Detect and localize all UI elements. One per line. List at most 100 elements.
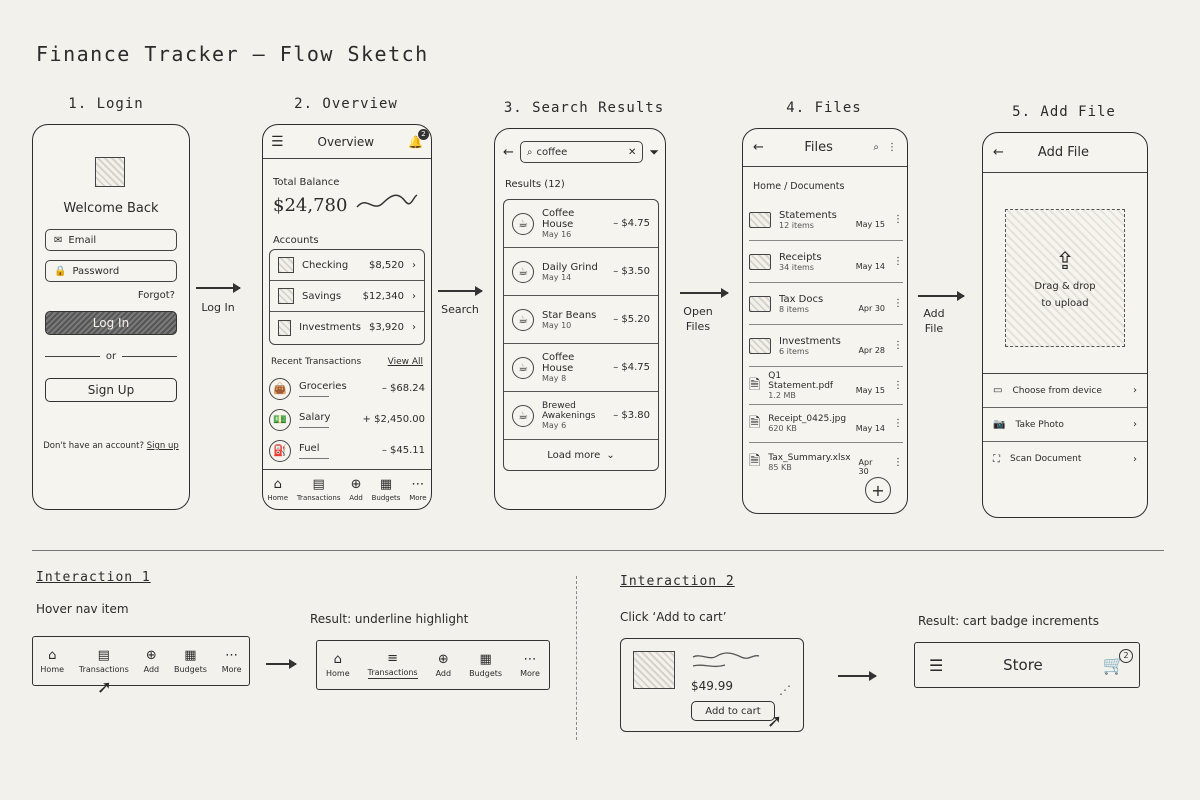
- transaction-row[interactable]: ⛽ Fuel – $45.11: [269, 435, 425, 466]
- step-label-search: 3. Search Results: [503, 100, 665, 116]
- nav-home[interactable]: ⌂Home: [267, 476, 289, 502]
- camera-icon: 📷: [993, 419, 1006, 430]
- menu-icon[interactable]: ☰: [929, 655, 944, 675]
- account-row[interactable]: Checking $8,520 ›: [270, 250, 424, 281]
- mail-icon: ✉: [54, 234, 63, 246]
- document-icon: 🗎: [749, 376, 761, 393]
- nav-more[interactable]: ⋯More: [520, 651, 540, 678]
- nav-budgets[interactable]: ▦Budgets: [469, 651, 503, 678]
- nav-transactions-highlighted[interactable]: ≡Transactions: [367, 650, 418, 679]
- password-field[interactable]: 🔒 Password: [45, 260, 177, 282]
- account-row[interactable]: Investments $3,920 ›: [270, 312, 424, 343]
- signup-link[interactable]: Sign up: [146, 441, 179, 451]
- product-card: $49.99 Add to cart ➚ ⋰: [620, 638, 804, 732]
- transaction-row[interactable]: 👜 Groceries – $68.24: [269, 373, 425, 404]
- nav-transactions[interactable]: ▤Transactions: [296, 476, 341, 502]
- search-icon[interactable]: ⌕: [873, 142, 879, 153]
- kebab-menu-icon[interactable]: ⋮: [893, 418, 903, 429]
- more-icon: ⋯: [411, 476, 425, 492]
- folder-icon: [749, 295, 771, 312]
- kebab-menu-icon[interactable]: ⋮: [893, 456, 903, 468]
- nav-transactions[interactable]: ▤Transactions ➚: [78, 647, 129, 698]
- files-header: ← Files ⌕⋮: [743, 129, 907, 167]
- account-row[interactable]: Savings $12,340 ›: [270, 281, 424, 312]
- kebab-menu-icon[interactable]: ⋮: [893, 340, 903, 351]
- transaction-row[interactable]: 💵 Salary + $2,450.00: [269, 404, 425, 435]
- signup-button[interactable]: Sign Up: [45, 378, 177, 402]
- nav-home[interactable]: ⌂Home: [326, 651, 350, 678]
- flow-arrow-search: [438, 287, 483, 295]
- search-input[interactable]: ⌕ coffee ✕: [519, 141, 644, 163]
- load-more-button[interactable]: Load more ⌄: [547, 449, 615, 461]
- nav-more[interactable]: ⋯More: [409, 476, 427, 502]
- option-scan-document[interactable]: ⛶ Scan Document ›: [993, 453, 1137, 465]
- login-button[interactable]: Log In: [45, 311, 177, 335]
- budget-icon: ▦: [184, 647, 197, 663]
- clear-icon[interactable]: ✕: [628, 146, 637, 158]
- bag-icon: 👜: [269, 377, 291, 400]
- chevron-right-icon: ›: [412, 259, 416, 271]
- kebab-menu-icon[interactable]: ⋮: [893, 214, 903, 225]
- back-arrow-icon[interactable]: ←: [993, 145, 1004, 160]
- option-take-photo[interactable]: 📷 Take Photo ›: [983, 408, 1147, 442]
- results-count: Results (12): [505, 179, 565, 190]
- device-icon: ▭: [993, 385, 1003, 396]
- budget-icon: ▦: [479, 651, 492, 667]
- add-file-fab[interactable]: +: [865, 477, 891, 503]
- filter-icon[interactable]: ⏷: [649, 144, 659, 159]
- nav-budgets[interactable]: ▦Budgets: [173, 647, 207, 674]
- nav-add[interactable]: ⊕Add: [435, 651, 452, 678]
- menu-icon[interactable]: ☰: [271, 133, 284, 150]
- option-choose-device[interactable]: ▭ Choose from device ›: [983, 374, 1147, 408]
- coffee-icon: ☕: [512, 212, 534, 235]
- kebab-menu-icon[interactable]: ⋮: [893, 298, 903, 309]
- budget-icon: ▦: [379, 476, 393, 492]
- kebab-menu-icon[interactable]: ⋮: [886, 142, 897, 153]
- forgot-link[interactable]: Forgot?: [137, 290, 175, 301]
- view-all-link[interactable]: View All: [387, 357, 423, 367]
- back-arrow-icon[interactable]: ←: [753, 140, 764, 155]
- nav-home[interactable]: ⌂Home: [40, 647, 65, 674]
- bell-icon[interactable]: 🔔 2: [408, 128, 429, 149]
- kebab-menu-icon[interactable]: ⋮: [893, 256, 903, 267]
- kebab-menu-icon[interactable]: ⋮: [893, 380, 903, 391]
- nav-more[interactable]: ⋯More: [221, 647, 242, 674]
- login-screen: Welcome Back ✉ Email 🔒 Password Forgot? …: [32, 124, 190, 510]
- cart-icon[interactable]: 🛒 2: [1103, 648, 1133, 676]
- cash-icon: 💵: [269, 408, 291, 431]
- upload-options: ▭ Choose from device › 📷 Take Photo › ⛶ …: [983, 373, 1147, 476]
- nav-add[interactable]: ⊕Add: [143, 647, 160, 674]
- coffee-icon: ☕: [512, 308, 534, 331]
- plus-circle-icon: ⊕: [145, 647, 157, 663]
- chevron-right-icon: ›: [1133, 419, 1137, 430]
- welcome-heading: Welcome Back: [63, 201, 159, 216]
- interaction1-hover-label: Hover nav item: [36, 602, 129, 616]
- drop-zone[interactable]: ⇪ Drag & drop to upload: [1005, 209, 1125, 347]
- coffee-icon: ☕: [512, 404, 534, 427]
- add-to-cart-button[interactable]: Add to cart: [691, 701, 775, 721]
- back-arrow-icon[interactable]: ←: [503, 144, 514, 160]
- nav-budgets[interactable]: ▦Budgets: [371, 476, 401, 502]
- spreadsheet-icon: 🗎: [749, 453, 761, 469]
- list-icon: ≡: [387, 650, 399, 666]
- search-icon: ⌕: [526, 146, 533, 158]
- account-icon: [278, 319, 292, 336]
- flow-label-files: Open Files: [683, 305, 713, 334]
- product-name-scribble: [692, 652, 760, 668]
- nav-add[interactable]: ⊕Add: [349, 476, 363, 502]
- email-field[interactable]: ✉ Email: [45, 229, 177, 251]
